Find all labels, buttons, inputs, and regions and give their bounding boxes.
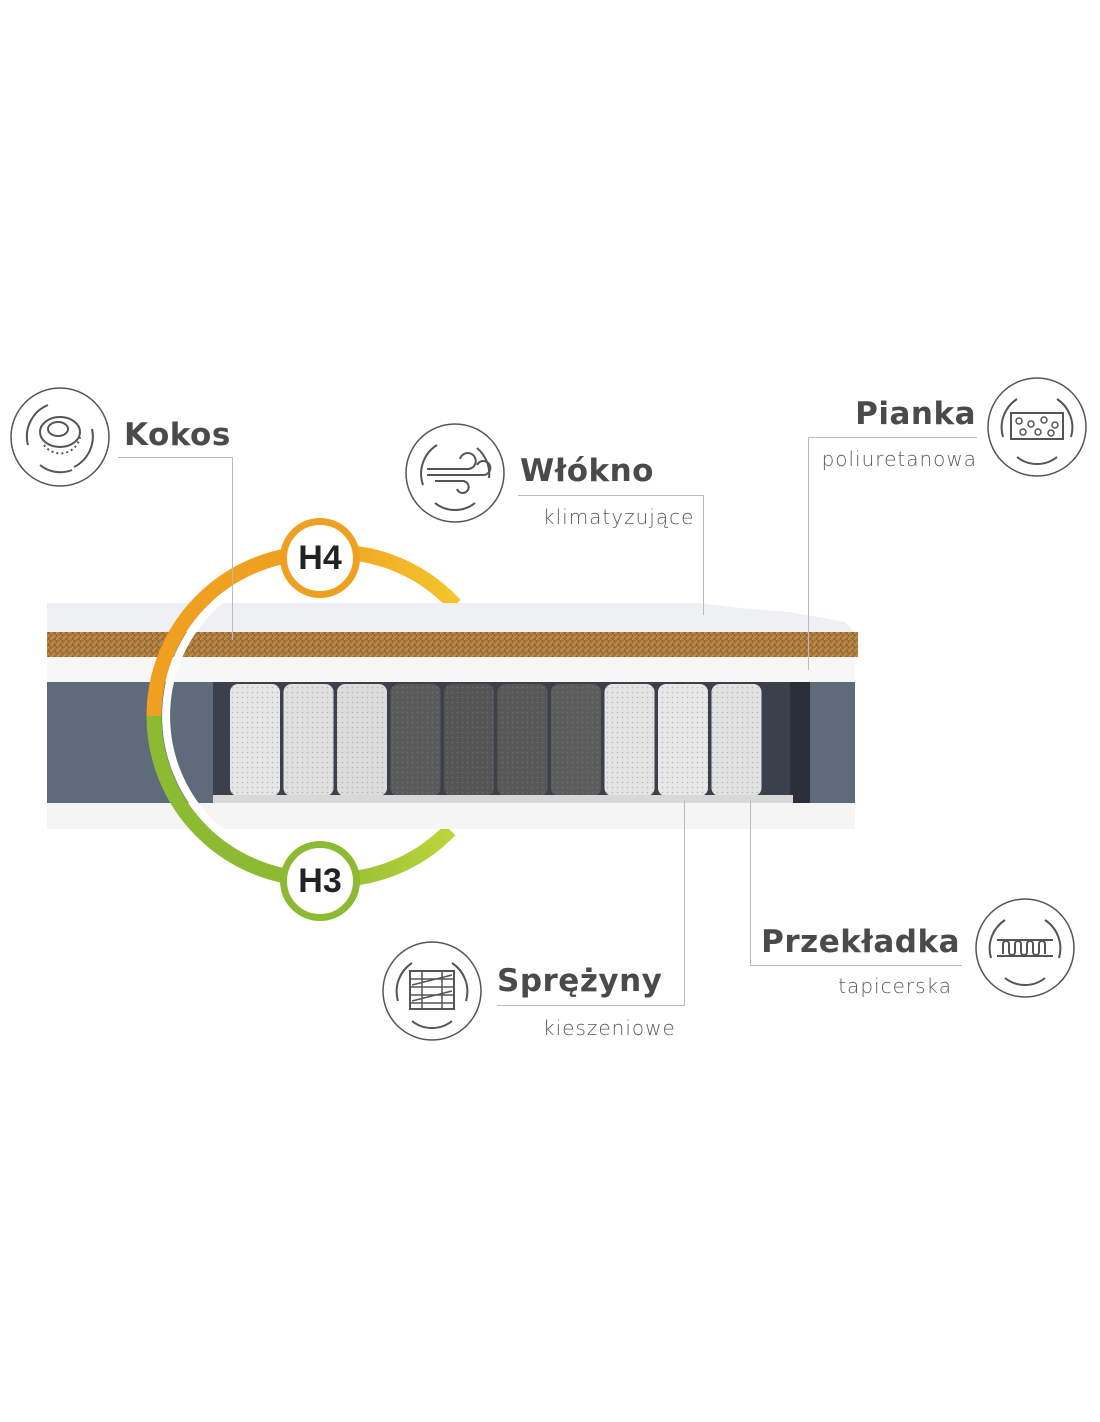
layer-title-przekladka: Przekładka [761, 924, 960, 960]
layer-title-pianka: Pianka [855, 396, 976, 432]
layer-subtitle-wlokno: klimatyzujące [543, 505, 695, 529]
firmness-badge-h3: H3 [280, 841, 360, 921]
pocket-springs-icon [382, 941, 482, 1041]
layer-subtitle-przekladka: tapicerska [838, 974, 952, 998]
spring-base [213, 795, 793, 803]
layer-subtitle-pianka: poliuretanowa [821, 447, 977, 471]
cutaway-inner [162, 561, 318, 871]
mattress [47, 603, 858, 829]
layer-title-sprezyny: Sprężyny [497, 963, 663, 999]
coconut-icon [10, 387, 110, 487]
foam-icon [987, 377, 1087, 477]
layer-title-kokos: Kokos [124, 417, 231, 453]
top-foam-layer [47, 603, 858, 636]
wind-icon [405, 423, 505, 523]
firmness-badge-h4: H4 [280, 518, 360, 598]
spring-pad-icon [975, 898, 1075, 998]
layer-subtitle-sprezyny: kieszeniowe [543, 1016, 676, 1040]
upper-foam [47, 657, 855, 682]
layer-title-wlokno: Włókno [520, 453, 654, 489]
